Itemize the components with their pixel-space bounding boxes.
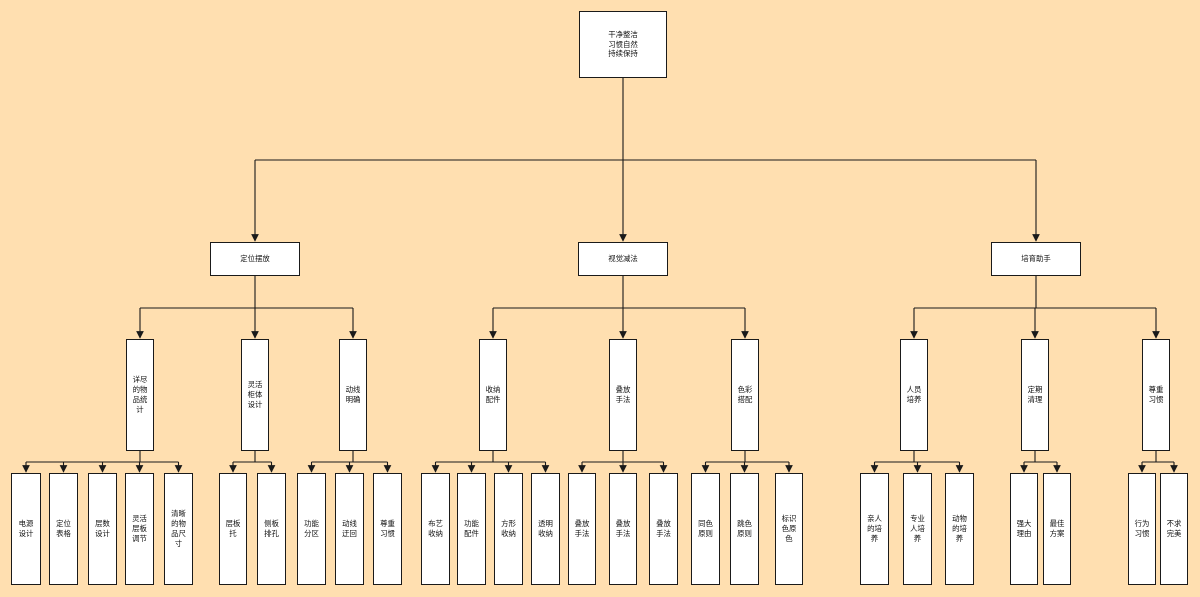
leaf-node-0-0-4[interactable]: 清晰的物品尺寸: [164, 473, 193, 585]
leaf-node-1-1-1-label: 叠放手法: [615, 519, 631, 538]
leaf-node-2-2-0-label: 行为习惯: [1134, 519, 1150, 538]
leaf-node-0-2-0-label: 功能分区: [304, 519, 319, 538]
leaf-node-0-1-1-label: 侧板排孔: [264, 519, 279, 538]
leaf-node-1-0-0[interactable]: 布艺收纳: [421, 473, 450, 585]
leaf-node-1-2-2[interactable]: 标识色原色: [775, 473, 803, 585]
leaf-node-1-2-2-label: 标识色原色: [781, 514, 797, 543]
leaf-node-2-1-1[interactable]: 最佳方案: [1043, 473, 1071, 585]
leaf-node-1-0-0-label: 布艺收纳: [428, 519, 443, 538]
branch-node-0[interactable]: 定位摆放: [210, 242, 300, 276]
group-node-2-1-label: 定期清理: [1027, 385, 1043, 404]
group-node-1-2-label: 色彩搭配: [737, 385, 753, 404]
leaf-node-0-2-0[interactable]: 功能分区: [297, 473, 326, 585]
leaf-node-0-1-0-label: 层板托: [225, 519, 241, 538]
leaf-node-0-0-2-label: 层数设计: [95, 519, 110, 538]
branch-node-2-label: 培育助手: [1021, 254, 1051, 263]
group-node-0-1-label: 灵活柜体设计: [247, 380, 263, 409]
branch-node-2[interactable]: 培育助手: [991, 242, 1081, 276]
leaf-node-0-0-0[interactable]: 电源设计: [11, 473, 41, 585]
group-node-2-2[interactable]: 尊重习惯: [1142, 339, 1170, 451]
leaf-node-1-0-3-label: 透明收纳: [538, 519, 553, 538]
leaf-node-0-1-1[interactable]: 侧板排孔: [257, 473, 286, 585]
leaf-node-2-1-1-label: 最佳方案: [1049, 519, 1065, 538]
group-node-2-0-label: 人员培养: [906, 385, 922, 404]
leaf-node-1-1-0[interactable]: 叠放手法: [568, 473, 596, 585]
group-node-1-1[interactable]: 叠放手法: [609, 339, 637, 451]
group-node-0-2[interactable]: 动线明确: [339, 339, 367, 451]
leaf-node-1-1-0-label: 叠放手法: [574, 519, 590, 538]
group-node-2-0[interactable]: 人员培养: [900, 339, 928, 451]
leaf-node-0-0-2[interactable]: 层数设计: [88, 473, 117, 585]
group-node-2-2-label: 尊重习惯: [1148, 385, 1164, 404]
leaf-node-1-0-1[interactable]: 功能配件: [457, 473, 486, 585]
leaf-node-0-2-1[interactable]: 动线迂回: [335, 473, 364, 585]
root-node[interactable]: 干净整洁习惯自然持续保持: [579, 11, 667, 78]
leaf-node-0-0-1[interactable]: 定位表格: [49, 473, 78, 585]
leaf-node-1-0-2-label: 方形收纳: [501, 519, 516, 538]
leaf-node-1-2-1[interactable]: 跳色原则: [730, 473, 759, 585]
leaf-node-2-2-1[interactable]: 不求完美: [1160, 473, 1188, 585]
leaf-node-1-1-2[interactable]: 叠放手法: [649, 473, 678, 585]
leaf-node-2-0-0-label: 亲人的培养: [867, 514, 882, 543]
leaf-node-1-0-1-label: 功能配件: [464, 519, 479, 538]
leaf-node-1-2-0-label: 同色原则: [698, 519, 713, 538]
group-node-1-1-label: 叠放手法: [615, 385, 631, 404]
leaf-node-0-0-4-label: 清晰的物品尺寸: [171, 509, 186, 548]
leaf-node-2-1-0[interactable]: 强大理由: [1010, 473, 1038, 585]
leaf-node-0-0-0-label: 电源设计: [18, 519, 34, 538]
group-node-2-1[interactable]: 定期清理: [1021, 339, 1049, 451]
group-node-0-0-label: 详尽的物品统计: [132, 375, 148, 414]
leaf-node-2-0-2[interactable]: 动物的培养: [945, 473, 974, 585]
root-node-label: 干净整洁习惯自然持续保持: [608, 29, 638, 59]
leaf-node-0-2-2[interactable]: 尊重习惯: [373, 473, 402, 585]
branch-node-1[interactable]: 视觉减法: [578, 242, 668, 276]
leaf-node-2-0-2-label: 动物的培养: [952, 514, 967, 543]
leaf-node-0-2-1-label: 动线迂回: [342, 519, 357, 538]
leaf-node-2-0-1[interactable]: 专业人培养: [903, 473, 932, 585]
group-node-0-0[interactable]: 详尽的物品统计: [126, 339, 154, 451]
leaf-node-2-0-0[interactable]: 亲人的培养: [860, 473, 889, 585]
group-node-1-0[interactable]: 收纳配件: [479, 339, 507, 451]
leaf-node-1-0-2[interactable]: 方形收纳: [494, 473, 523, 585]
branch-node-1-label: 视觉减法: [608, 254, 638, 263]
leaf-node-1-2-0[interactable]: 同色原则: [691, 473, 720, 585]
leaf-node-2-0-1-label: 专业人培养: [910, 514, 925, 543]
leaf-node-1-0-3[interactable]: 透明收纳: [531, 473, 560, 585]
group-node-1-2[interactable]: 色彩搭配: [731, 339, 759, 451]
leaf-node-0-1-0[interactable]: 层板托: [219, 473, 247, 585]
leaf-node-2-2-0[interactable]: 行为习惯: [1128, 473, 1156, 585]
leaf-node-1-1-2-label: 叠放手法: [656, 519, 671, 538]
leaf-node-0-2-2-label: 尊重习惯: [380, 519, 395, 538]
leaf-node-0-0-3[interactable]: 灵活层板调节: [125, 473, 154, 585]
leaf-node-2-2-1-label: 不求完美: [1166, 519, 1182, 538]
leaf-node-1-1-1[interactable]: 叠放手法: [609, 473, 637, 585]
branch-node-0-label: 定位摆放: [240, 254, 270, 263]
leaf-node-2-1-0-label: 强大理由: [1016, 519, 1032, 538]
leaf-node-0-0-1-label: 定位表格: [56, 519, 71, 538]
group-node-1-0-label: 收纳配件: [485, 385, 501, 404]
leaf-node-1-2-1-label: 跳色原则: [737, 519, 752, 538]
group-node-0-1[interactable]: 灵活柜体设计: [241, 339, 269, 451]
leaf-node-0-0-3-label: 灵活层板调节: [132, 514, 147, 543]
group-node-0-2-label: 动线明确: [345, 385, 361, 404]
